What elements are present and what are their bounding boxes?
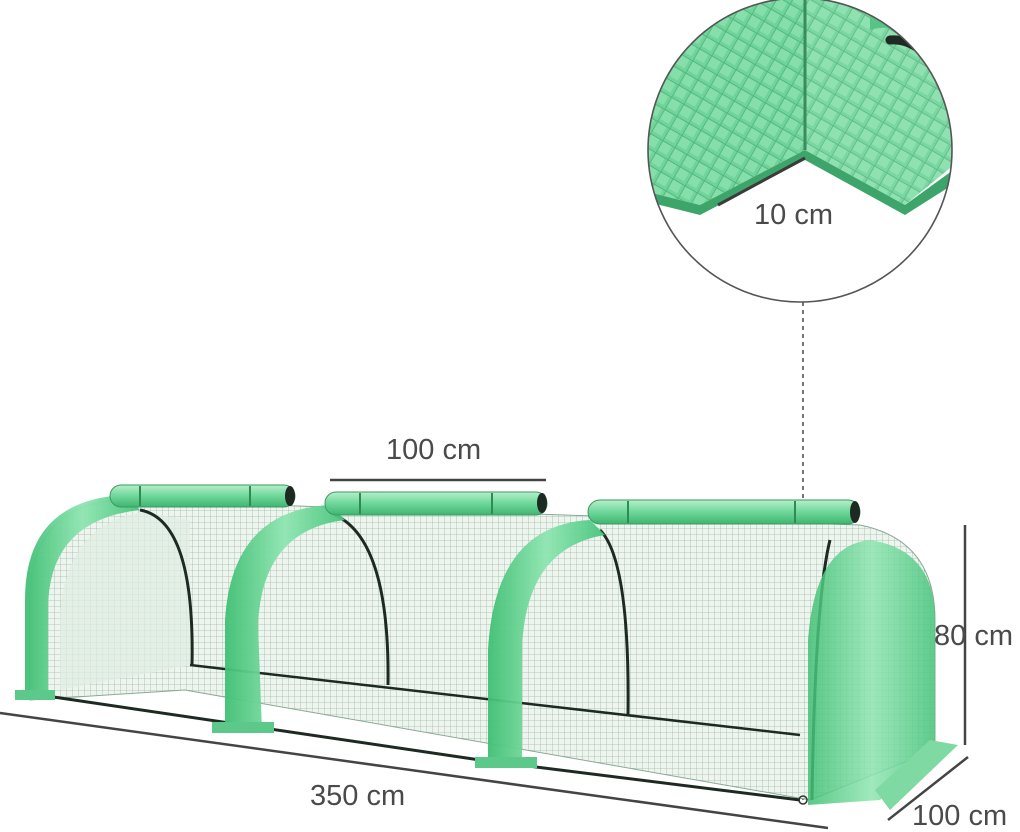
rolled-door-2 [324,491,548,516]
rolled-door-3 [587,499,861,525]
arch-sleeve-2 [212,505,345,733]
detail-dimension-line [717,156,806,207]
height-label: 80 cm [934,620,1013,652]
arch-sleeve-1 [15,495,140,700]
length-dimension-line [0,711,829,830]
rolled-door-1 [109,484,296,508]
arch-sleeve-3 [475,520,605,768]
length-label: 350 cm [310,780,406,812]
section-length-label: 100 cm [386,434,482,466]
depth-label: 100 cm [912,800,1008,832]
depth-dimension-line [887,756,969,821]
detail-width-label: 10 cm [754,199,833,231]
detail-magnifier [647,0,953,303]
tunnel-greenhouse [15,484,958,810]
arch-sleeve-4 [808,540,958,810]
